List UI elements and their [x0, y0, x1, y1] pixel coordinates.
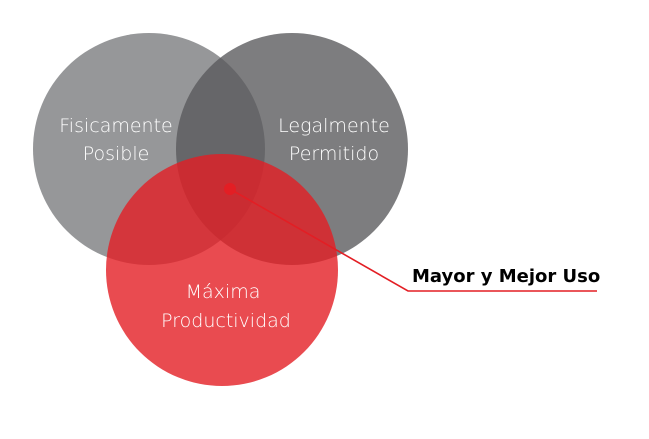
callout-leader-line — [229, 188, 597, 292]
label-legalmente: Legalmente — [278, 115, 390, 137]
label-permitido: Permitido — [289, 143, 379, 165]
intersection-dot — [224, 183, 236, 195]
label-fisicamente: Fisicamente — [59, 115, 172, 137]
label-productividad: Productividad — [161, 310, 291, 332]
callout-label: Mayor y Mejor Uso — [412, 266, 600, 287]
circle-maxima-productividad — [106, 154, 338, 386]
label-maxima: Máxima — [186, 281, 261, 303]
label-posible: Posible — [83, 143, 150, 165]
